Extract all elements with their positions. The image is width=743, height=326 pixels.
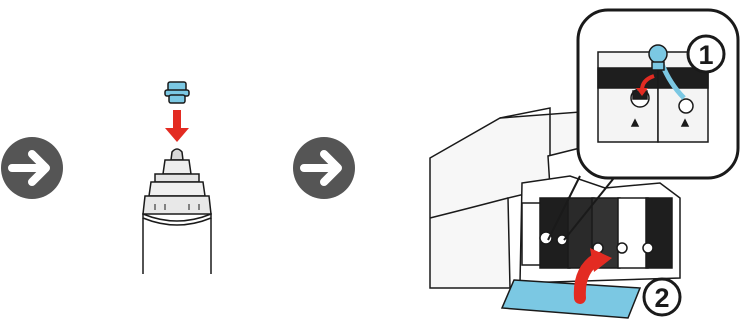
printer-ink-tank-illustration: 1 2 [429, 8, 743, 324]
step-1-label: 1 [698, 40, 713, 70]
open-cover-arrow-icon [573, 248, 612, 304]
step-2-label: 2 [654, 283, 669, 313]
next-arrow-icon-2 [292, 136, 356, 200]
step-2-badge: 2 [642, 277, 682, 317]
down-arrow-icon [165, 110, 189, 142]
bottle-cap [164, 81, 190, 104]
bottle [142, 148, 212, 274]
bottle-cap-illustration [125, 78, 225, 278]
step-1-badge: 1 [686, 34, 726, 74]
zoom-callout [576, 8, 740, 180]
next-arrow-icon-1 [0, 136, 64, 200]
tank-cover [500, 279, 642, 319]
